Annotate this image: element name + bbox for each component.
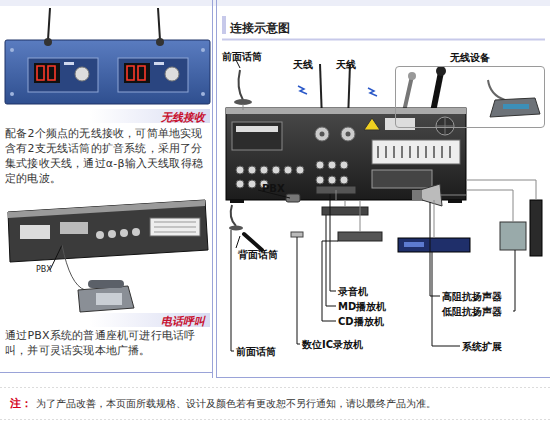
wireless-device-box: 无线设备: [395, 66, 545, 128]
panel-title: 连接示意图: [230, 20, 290, 37]
feature-section: 无线接收配备2个频点的无线接收，可简单地实现含有2支无线话筒的扩音系统，采用了分…: [0, 0, 213, 195]
part-label: 低阻抗扬声器: [442, 305, 502, 319]
part-label: 系统扩展: [462, 340, 502, 354]
part-label: 录音机: [338, 285, 368, 299]
feature-section: 电话呼叫通过PBX系统的普通座机可进行电话呼叫，并可灵话实现本地广播。: [0, 195, 213, 372]
section-body: 配备2个频点的无线接收，可简单地实现含有2支无线话筒的扩音系统，采用了分集式接收…: [5, 126, 210, 186]
note-text: 为了产品改善，本页面所载规格、设计及颜色若有更改恕不另行通知，请以最终产品为准。: [36, 397, 436, 411]
note-marker: 注：: [10, 396, 32, 411]
section-body: 通过PBX系统的普通座机可进行电话呼叫，并可灵话实现本地广播。: [5, 328, 210, 358]
part-label: 背面话筒: [238, 248, 278, 262]
box-heading: 无线设备: [396, 51, 544, 65]
section-heading: 无线接收: [161, 110, 205, 125]
part-label: 数位IC录放机: [302, 338, 363, 352]
part-label: MD播放机: [338, 300, 386, 314]
part-label: 前面话筒: [222, 50, 262, 64]
section-heading: 电话呼叫: [161, 314, 205, 329]
part-label: 天线: [293, 58, 313, 72]
part-label: 前面话筒: [236, 345, 276, 359]
port-label: PBX: [36, 265, 52, 274]
part-label: PBX: [262, 183, 285, 194]
part-label: 高阻抗扬声器: [442, 290, 502, 304]
part-label: CD播放机: [338, 315, 384, 329]
part-label: 天线: [336, 58, 356, 72]
